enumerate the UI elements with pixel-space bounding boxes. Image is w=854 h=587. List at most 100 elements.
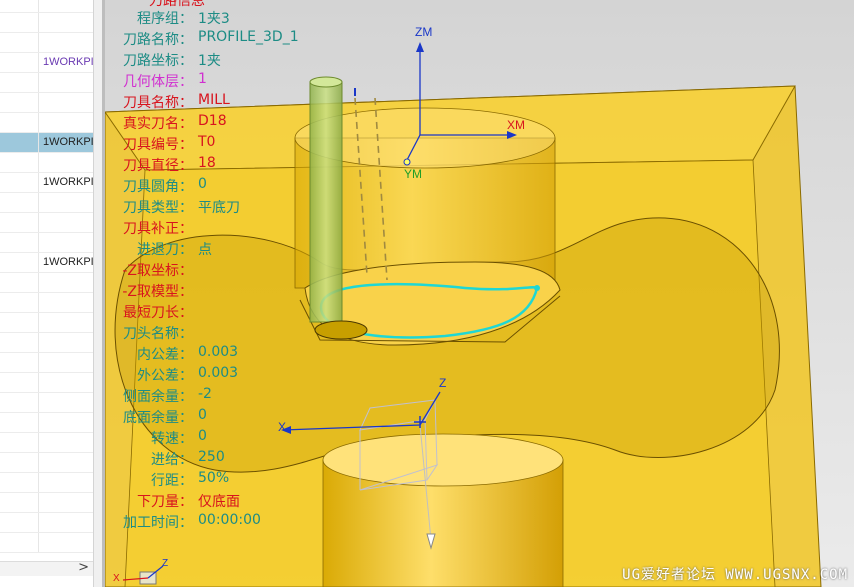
- navigator-cell: 1WORKPIECE: [43, 176, 102, 188]
- z-label: Z: [439, 376, 447, 390]
- navigator-row[interactable]: [0, 413, 94, 433]
- navigator-row[interactable]: [0, 393, 94, 413]
- navigator-row[interactable]: [0, 213, 94, 233]
- navigator-row[interactable]: 1WORKPIECE: [0, 253, 102, 273]
- column-divider: [38, 113, 39, 132]
- part-model[interactable]: [105, 0, 854, 587]
- info-label: 底面余量：: [123, 410, 193, 426]
- info-value: PROFILE_3D_1: [198, 29, 299, 45]
- navigator-row[interactable]: [0, 453, 94, 473]
- vertical-scrollbar[interactable]: [93, 0, 102, 587]
- info-value: MILL: [198, 92, 230, 108]
- info-label: 真实刀名：: [123, 116, 193, 132]
- info-value: 点: [198, 242, 212, 258]
- info-value: 平底刀: [198, 200, 240, 216]
- info-label: 进给：: [151, 452, 193, 468]
- info-row: 刀具补正：: [105, 218, 365, 239]
- pocket-floor: [304, 261, 561, 346]
- info-row: 侧面余量：-2: [105, 386, 365, 407]
- info-label: 程序组：: [137, 11, 193, 27]
- column-divider: [38, 493, 39, 512]
- info-row: 刀具类型： 平底刀: [105, 197, 365, 218]
- navigator-row[interactable]: [0, 533, 94, 553]
- info-label: -Z取模型：: [122, 284, 193, 300]
- navigator-row[interactable]: [0, 113, 94, 133]
- navigator-row[interactable]: [0, 473, 94, 493]
- horizontal-scrollbar[interactable]: >: [0, 560, 93, 576]
- z-axis: [419, 391, 441, 426]
- column-divider: [38, 33, 39, 52]
- navigator-row[interactable]: [0, 93, 94, 113]
- column-divider: [38, 333, 39, 352]
- info-row: 程序组：1夹3: [105, 8, 365, 29]
- panel-splitter[interactable]: [102, 0, 105, 587]
- navigator-row[interactable]: [0, 33, 94, 53]
- navigator-cell: 1WORKPIECE: [43, 56, 102, 68]
- view-triad-icon: [122, 565, 164, 585]
- info-label: 内公差：: [137, 347, 193, 363]
- mcs-cube: [281, 391, 441, 550]
- toolpath-start-point: [534, 285, 540, 291]
- navigator-row[interactable]: 1WORKPIECE: [0, 53, 102, 73]
- navigator-row[interactable]: [0, 493, 94, 513]
- info-value: 1夹: [198, 53, 221, 69]
- info-row: 外公差：0.003: [105, 365, 365, 386]
- info-value: 0.003: [198, 344, 239, 360]
- info-label: 刀具补正：: [123, 221, 193, 237]
- column-divider: [38, 133, 39, 152]
- triad-z-label: Z: [162, 558, 169, 569]
- info-label: 转速：: [151, 431, 193, 447]
- navigator-row[interactable]: [0, 293, 94, 313]
- info-label: 加工时间：: [123, 515, 193, 531]
- navigator-row[interactable]: [0, 313, 94, 333]
- info-label: 下刀量：: [137, 494, 193, 510]
- info-label: 刀具圆角：: [123, 179, 193, 195]
- column-divider: [38, 53, 39, 72]
- column-divider: [38, 413, 39, 432]
- info-value: 0: [198, 428, 207, 444]
- info-row: 内公差： 0.003: [105, 344, 365, 365]
- info-label: 刀具类型：: [123, 200, 193, 216]
- plunge-line-2: [374, 97, 388, 281]
- column-divider: [38, 513, 39, 532]
- navigator-row[interactable]: [0, 73, 94, 93]
- info-value: T0: [198, 134, 216, 150]
- info-label: 刀具直径：: [123, 158, 193, 174]
- navigator-row[interactable]: [0, 0, 94, 13]
- info-row: 刀头名称：: [105, 323, 365, 344]
- info-row: 刀具编号：T0: [105, 134, 365, 155]
- column-divider: [38, 193, 39, 212]
- navigator-row[interactable]: [0, 153, 94, 173]
- navigator-cell: 1WORKPIECE: [43, 136, 102, 148]
- info-row: -Z取坐标：: [105, 260, 365, 281]
- info-row: 最短刀长：: [105, 302, 365, 323]
- ym-axis-point: [403, 158, 411, 166]
- operation-navigator: 1WORKPIECE 1WORKPIECE 1WORKPIECE 1WORKPIECE…: [0, 0, 102, 587]
- navigator-row[interactable]: [0, 273, 94, 293]
- column-divider: [38, 313, 39, 332]
- navigator-row[interactable]: [0, 373, 94, 393]
- x-axis: [282, 424, 421, 431]
- navigator-row[interactable]: [0, 13, 94, 33]
- navigator-row[interactable]: [0, 353, 94, 373]
- column-divider: [38, 533, 39, 552]
- navigator-row[interactable]: [0, 513, 94, 533]
- navigator-row[interactable]: [0, 333, 94, 353]
- info-label: 刀路名称：: [123, 32, 193, 48]
- column-divider: [38, 153, 39, 172]
- info-value: D18: [198, 113, 227, 129]
- info-row: 刀路坐标： 1夹: [105, 50, 365, 71]
- scroll-right-icon[interactable]: >: [78, 560, 89, 575]
- navigator-row[interactable]: [0, 193, 94, 213]
- info-header: 刀路信息: [149, 0, 205, 9]
- info-row: 几何体层：1: [105, 71, 365, 92]
- info-label: 刀路坐标：: [123, 53, 193, 69]
- navigator-row[interactable]: 1WORKPIECE: [0, 133, 102, 153]
- navigator-row[interactable]: [0, 233, 94, 253]
- navigator-row[interactable]: [0, 433, 94, 453]
- navigator-row[interactable]: 1WORKPIECE: [0, 173, 102, 193]
- lower-cylinder-top: [322, 433, 564, 487]
- info-value: -2: [198, 386, 212, 402]
- column-divider: [38, 0, 39, 12]
